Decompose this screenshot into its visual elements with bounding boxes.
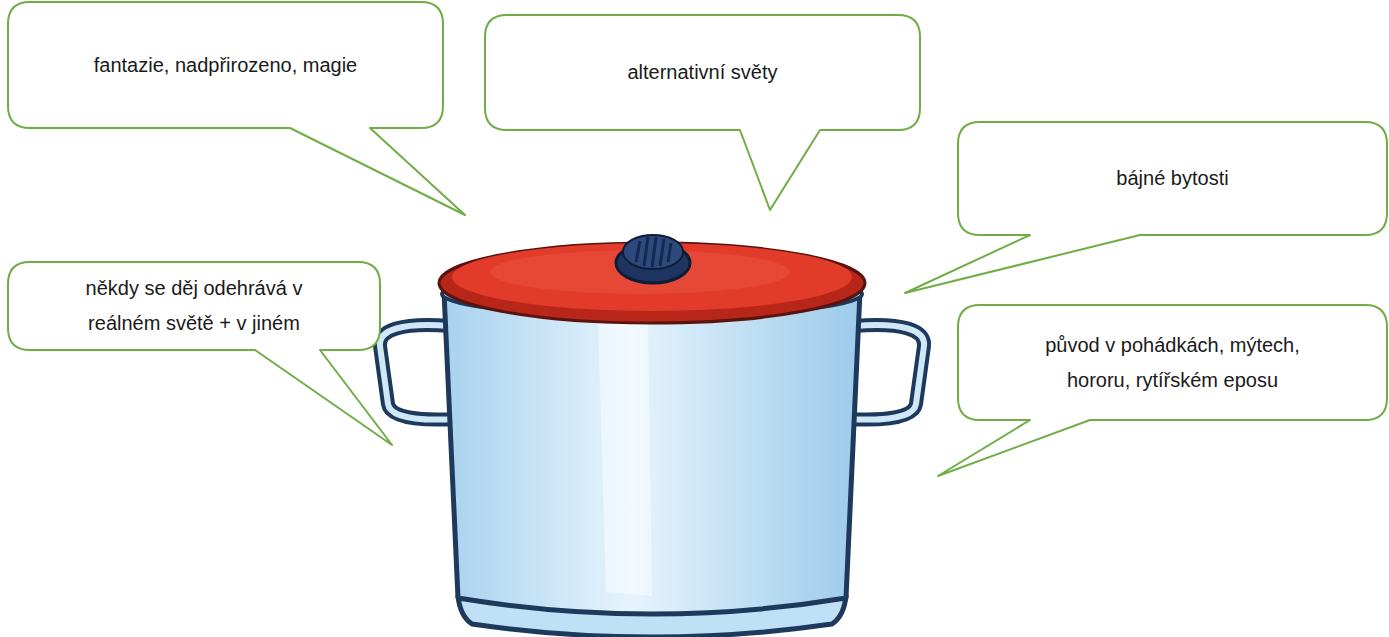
bubble-shape xyxy=(938,305,1387,476)
bubble-shape xyxy=(8,2,465,215)
callout-text: alternativní světy xyxy=(627,55,777,90)
bubble-shape xyxy=(905,122,1387,293)
callout-bubble: původ v pohádkách, mýtech, hororu, rytíř… xyxy=(958,305,1387,420)
bubble-outline xyxy=(958,305,1387,420)
callout-text: původ v pohádkách, mýtech, hororu, rytíř… xyxy=(1028,328,1318,398)
bubble-outline xyxy=(8,262,380,350)
callout-text-group: bájné bytosti xyxy=(1116,161,1228,196)
callout-text-group: původ v pohádkách, mýtech, hororu, rytíř… xyxy=(1028,328,1318,398)
callout-text: někdy se děj odehrává v reálném světě + … xyxy=(74,271,314,341)
knob-top xyxy=(623,235,683,269)
pot-body xyxy=(444,292,860,614)
callout-text: fantazie, nadpřirozeno, magie xyxy=(94,48,358,83)
callout-text-group: fantazie, nadpřirozeno, magie xyxy=(94,48,358,83)
callout-text-group: někdy se děj odehrává v reálném světě + … xyxy=(74,271,314,341)
bubble-shape xyxy=(485,15,920,210)
knob-grip xyxy=(636,237,671,267)
callout-text-group: alternativní světy xyxy=(627,55,777,90)
callout-bubble: fantazie, nadpřirozeno, magie xyxy=(8,2,443,128)
pot-highlight xyxy=(598,322,652,596)
callout-bubble: bájné bytosti xyxy=(958,122,1387,235)
callout-bubble: někdy se děj odehrává v reálném světě + … xyxy=(8,262,380,350)
bubble-shape xyxy=(8,262,392,445)
callout-bubble: alternativní světy xyxy=(485,15,920,130)
callout-text: bájné bytosti xyxy=(1116,161,1228,196)
